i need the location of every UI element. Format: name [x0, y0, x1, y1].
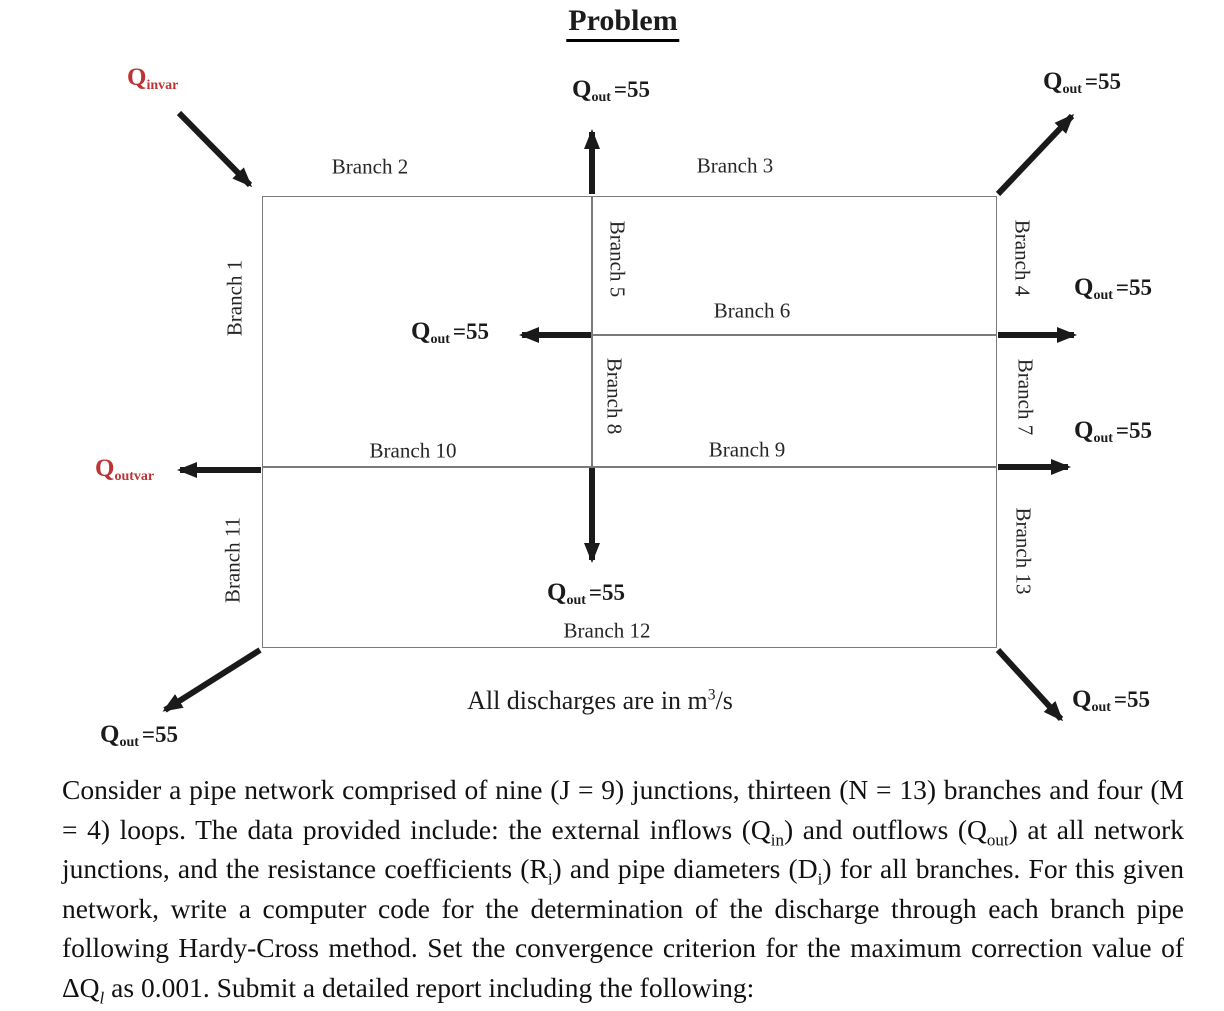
problem-statement: Consider a pipe network comprised of nin…	[62, 770, 1184, 1007]
pipe-network-diagram: Problem Branch 2 Branch 3 B	[95, 4, 1153, 750]
qinvar-base: Q	[127, 64, 147, 91]
branch-12-label: Branch 12	[563, 618, 651, 643]
paragraph-text: ) for all branches. For this given netwo…	[62, 853, 1184, 1003]
outflow-arrow-top-right	[995, 113, 1075, 197]
units-note-suffix: /s	[715, 686, 733, 715]
qout-base: Q	[100, 721, 120, 748]
qout-base: Q	[547, 579, 567, 606]
network-outer-loop	[262, 196, 997, 648]
qout-label-bottom-middle: Qout=55	[547, 579, 626, 608]
qoutvar-label: Qoutvar	[95, 455, 155, 484]
qout-sub: out	[566, 593, 586, 608]
branch-10-label: Branch 10	[369, 438, 457, 463]
units-note: All discharges are in m3/s	[467, 686, 733, 716]
qoutvar-sub: outvar	[114, 469, 155, 484]
qout-sub: out	[430, 332, 450, 347]
delta-q-subscript: l	[99, 988, 105, 1007]
qout-value: =55	[452, 319, 490, 344]
d-i-subscript: i	[817, 869, 823, 889]
units-note-sup: 3	[707, 686, 716, 704]
branch-2-label: Branch 2	[331, 154, 409, 179]
qout-label-bottom-right: Qout=55	[1072, 686, 1151, 715]
branch-9-10-pipe	[262, 466, 997, 468]
qout-base: Q	[411, 318, 431, 345]
qout-label-right-lower: Qout=55	[1074, 417, 1153, 446]
branch-5-8-pipe	[591, 196, 593, 467]
branch-6-pipe	[592, 334, 997, 336]
r-i-subscript: i	[547, 869, 553, 889]
inflow-arrow-qinvar	[176, 110, 253, 188]
paragraph-text: ) and pipe diameters (D	[552, 853, 818, 884]
paragraph-text: ) and outflows (Q	[784, 813, 987, 845]
qout-value: =55	[1113, 687, 1151, 712]
qout-value: =55	[1084, 69, 1122, 94]
q-out-subscript: out	[986, 830, 1009, 849]
qout-label-left-middle: Qout=55	[411, 318, 490, 347]
q-in-subscript: in	[770, 830, 784, 849]
paragraph-text: ) at all network junctions, and the resi…	[62, 813, 1184, 885]
qout-label-top-right: Qout=55	[1043, 68, 1122, 97]
qout-base: Q	[1074, 417, 1094, 444]
qout-base: Q	[572, 76, 592, 103]
qout-value: =55	[1115, 418, 1153, 443]
units-note-text: All discharges are in m	[467, 686, 708, 715]
qinvar-label: Qinvar	[127, 64, 179, 93]
paragraph-text: as 0.001. Submit a detailed report inclu…	[104, 971, 755, 1003]
qout-label-bottom-left: Qout=55	[100, 721, 179, 750]
branch-9-label: Branch 9	[708, 437, 786, 462]
qout-base: Q	[1043, 68, 1063, 95]
branch-3-label: Branch 3	[696, 153, 774, 178]
branch-1-label: Branch 1	[222, 259, 247, 337]
outflow-arrow-bottom-right	[995, 647, 1064, 722]
qout-sub: out	[119, 735, 139, 750]
qout-label-top-middle: Qout=55	[572, 76, 651, 105]
qout-value: =55	[588, 580, 626, 605]
branch-4-label: Branch 4	[1010, 219, 1035, 297]
qout-value: =55	[141, 722, 179, 747]
qinvar-sub: invar	[146, 78, 179, 93]
branch-7-label: Branch 7	[1013, 358, 1038, 436]
paragraph-text: Consider a pipe network comprised of nin…	[62, 774, 1184, 845]
outflow-arrow-bottom-left	[162, 647, 262, 713]
qout-sub: out	[1091, 700, 1111, 715]
qout-value: =55	[1115, 275, 1153, 300]
qout-value: =55	[613, 77, 651, 102]
branch-5-label: Branch 5	[605, 220, 630, 298]
branch-6-label: Branch 6	[713, 298, 791, 323]
qout-base: Q	[1072, 686, 1092, 713]
page-title: Problem	[566, 4, 680, 42]
branch-13-label: Branch 13	[1011, 507, 1036, 595]
branch-11-label: Branch 11	[220, 516, 245, 604]
branch-8-label: Branch 8	[602, 357, 627, 435]
qout-sub: out	[1093, 288, 1113, 303]
qout-sub: out	[1093, 431, 1113, 446]
qout-sub: out	[591, 90, 611, 105]
qoutvar-base: Q	[95, 455, 115, 482]
qout-base: Q	[1074, 274, 1094, 301]
qout-label-right-upper: Qout=55	[1074, 274, 1153, 303]
qout-sub: out	[1062, 82, 1082, 97]
